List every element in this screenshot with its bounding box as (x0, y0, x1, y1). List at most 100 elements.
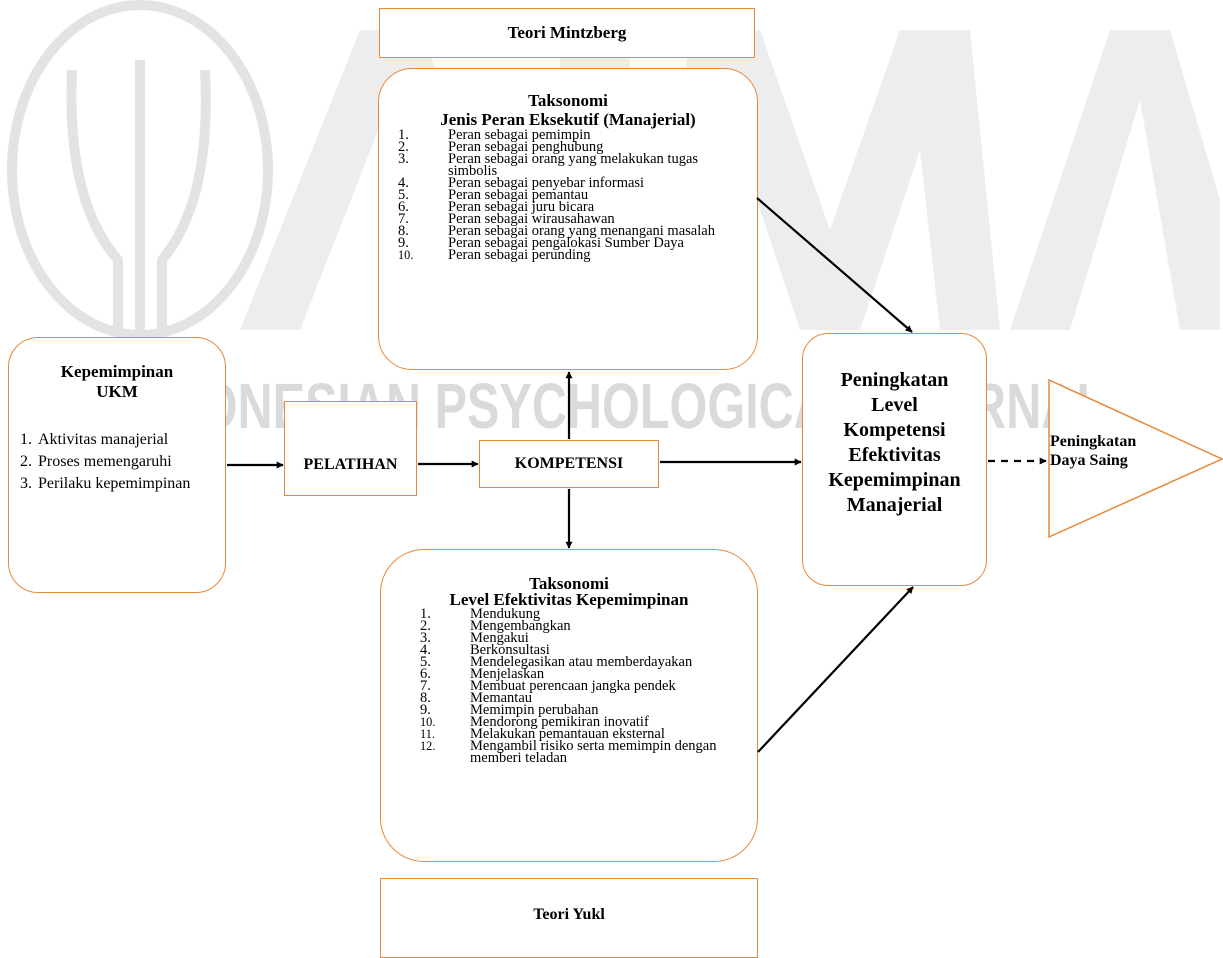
taksonomi-mintzberg-title: Taksonomi (528, 91, 608, 110)
list-item-text: Peran sebagai penyebar informasi (448, 175, 645, 191)
list-item-number: 12. (420, 739, 436, 753)
list-item-text: Peran sebagai orang yang melakukan tugas… (448, 151, 699, 179)
list-item-text: Melakukan pemantauan eksternal (470, 726, 665, 742)
list-item-number: 2. (20, 453, 32, 470)
list-item: 4. Berkonsultasi (420, 642, 747, 658)
list-item: 3. Peran sebagai orang yang melakukan tug… (398, 151, 747, 179)
list-item-number: 6. (398, 199, 409, 215)
peningkatan-level-line-2: Level (871, 394, 918, 416)
peningkatan-level-line-1: Peningkatan (840, 369, 949, 391)
list-item-text: Memantau (470, 690, 533, 706)
daya-saing-label: Peningkatan Daya Saing (1050, 432, 1136, 470)
list-item: 5. Mendelegasikan atau memberdayakan (420, 654, 747, 670)
list-item: 2. Mengembangkan (420, 618, 747, 634)
peningkatan-level-line-6: Manajerial (846, 494, 943, 516)
list-item-number: 9. (420, 702, 431, 718)
list-item: 10. Mendorong pemikiran inovatif (420, 714, 747, 730)
list-item-number: 10. (398, 248, 414, 262)
list-item-text: Proses memengaruhi (38, 453, 172, 470)
list-item-text: Peran sebagai wirausahawan (448, 211, 615, 227)
list-item-text: Mengambil risiko serta memimpin dengan m… (470, 738, 717, 766)
list-item: 1. Mendukung (420, 606, 747, 622)
pelatihan-box: PELATIHAN (284, 401, 417, 496)
taksonomi-mintzberg-subtitle: Jenis Peran Eksekutif (Manajerial) (440, 110, 696, 129)
list-item: 10. Peran sebagai perunding (398, 247, 747, 263)
list-item-text: Perilaku kepemimpinan (38, 475, 191, 492)
list-item: 12. Mengambil risiko serta memimpin denga… (420, 738, 747, 766)
arrow-yukl-to-peningkatan (757, 586, 914, 753)
kepemimpinan-ukm-subtitle: UKM (96, 382, 138, 401)
peningkatan-level-box: Peningkatan Level Kompetensi Efektivitas… (802, 333, 987, 586)
list-item-text: Peran sebagai penghubung (448, 139, 604, 155)
list-item-text: Mendelegasikan atau memberdayakan (470, 654, 693, 670)
list-item-number: 10. (420, 715, 436, 729)
list-item-text: Peran sebagai pemimpin (448, 127, 591, 143)
list-item-number: 4. (420, 642, 431, 658)
list-item-text: Mendukung (470, 606, 541, 622)
peningkatan-level-line-5: Kepemimpinan (828, 469, 961, 491)
list-item-text: Aktivitas manajerial (38, 431, 169, 448)
kepemimpinan-ukm-box: Kepemimpinan UKM 1. Aktivitas manajerial 2… (8, 337, 226, 593)
list-item-text: Peran sebagai orang yang menangani masal… (448, 223, 715, 239)
list-item-text: Mendorong pemikiran inovatif (470, 714, 649, 730)
list-item-text: Peran sebagai juru bicara (448, 199, 595, 215)
list-item-number: 4. (398, 175, 409, 191)
list-item-number: 2. (398, 139, 409, 155)
list-item-text: Memimpin perubahan (470, 702, 599, 718)
taksonomi-yukl-title: Taksonomi (529, 574, 609, 593)
list-item: 3. Perilaku kepemimpinan (20, 473, 225, 495)
list-item: 11. Melakukan pemantauan eksternal (420, 726, 747, 742)
list-item: 4. Peran sebagai penyebar informasi (398, 175, 747, 191)
list-item-number: 1. (420, 606, 431, 622)
pelatihan-label: PELATIHAN (303, 456, 398, 473)
list-item: 8. Peran sebagai orang yang menangani mas… (398, 223, 747, 239)
list-item-text: Mengakui (470, 630, 529, 646)
yukl-level-list: 1. Mendukung 2. Mengembangkan 3. Mengakui 4. Be… (420, 606, 747, 766)
list-item-number: 3. (20, 475, 32, 492)
list-item: 1. Peran sebagai pemimpin (398, 127, 747, 143)
list-item-number: 11. (420, 727, 435, 741)
list-item-text: Peran sebagai pemantau (448, 187, 589, 203)
list-item: 6.Menjelaskan (420, 667, 747, 682)
list-item-number: 8. (420, 690, 431, 706)
list-item-number: 7. (398, 211, 409, 227)
list-item-number: 3. (398, 151, 409, 167)
list-item-number: 5. (420, 654, 431, 670)
list-item: 6. Peran sebagai juru bicara (398, 199, 747, 215)
daya-saing-line-2: Daya Saing (1050, 452, 1128, 469)
ukm-aspect-list: 1. Aktivitas manajerial 2. Proses memengaru… (20, 429, 225, 495)
arrow-mintzberg-to-peningkatan (756, 197, 913, 333)
list-item-text: Mengembangkan (470, 618, 571, 634)
list-item-text: Peran sebagai perunding (448, 247, 591, 263)
watermark-logo-icon (7, 0, 273, 340)
list-item-number: 2. (420, 618, 431, 634)
teori-yukl-label: Teori Yukl (533, 906, 605, 923)
kepemimpinan-ukm-title: Kepemimpinan (60, 362, 174, 381)
list-item-text: Membuat perencaan jangka pendek (470, 678, 676, 694)
list-item: 5. Peran sebagai pemantau (398, 187, 747, 203)
list-item-number: 1. (398, 127, 409, 143)
kompetensi-label: KOMPETENSI (514, 455, 624, 472)
taksonomi-mintzberg-box: Taksonomi Jenis Peran Eksekutif (Manajer… (378, 68, 758, 370)
daya-saing-triangle (1048, 378, 1223, 539)
list-item-text: Berkonsultasi (470, 642, 550, 658)
teori-mintzberg-box: Teori Mintzberg (379, 8, 755, 58)
list-item: 2. Proses memengaruhi (20, 451, 225, 473)
list-item-number: 1. (20, 431, 32, 448)
list-item: 3. Mengakui (420, 630, 747, 646)
list-item: 1. Aktivitas manajerial (20, 429, 225, 451)
list-item-number: 5. (398, 187, 409, 203)
list-item-number: 8. (398, 223, 409, 239)
list-item: 7. Membuat perencaan jangka pendek (420, 678, 747, 694)
list-item-number: 3. (420, 630, 431, 646)
list-item-number: 9. (398, 235, 409, 251)
taksonomi-yukl-box: Taksonomi Level Efektivitas Kepemimpinan… (380, 549, 758, 862)
list-item-number: 7. (420, 678, 431, 694)
peningkatan-level-line-3: Kompetensi (843, 419, 946, 441)
list-item: 9. Peran sebagai pengalokasi Sumber Daya (398, 235, 747, 251)
taksonomi-yukl-subtitle: Level Efektivitas Kepemimpinan (449, 590, 689, 609)
list-item: 8. Memantau (420, 690, 747, 706)
list-item-text: Peran sebagai pengalokasi Sumber Daya (448, 235, 684, 251)
list-item: 2. Peran sebagai penghubung (398, 139, 747, 155)
